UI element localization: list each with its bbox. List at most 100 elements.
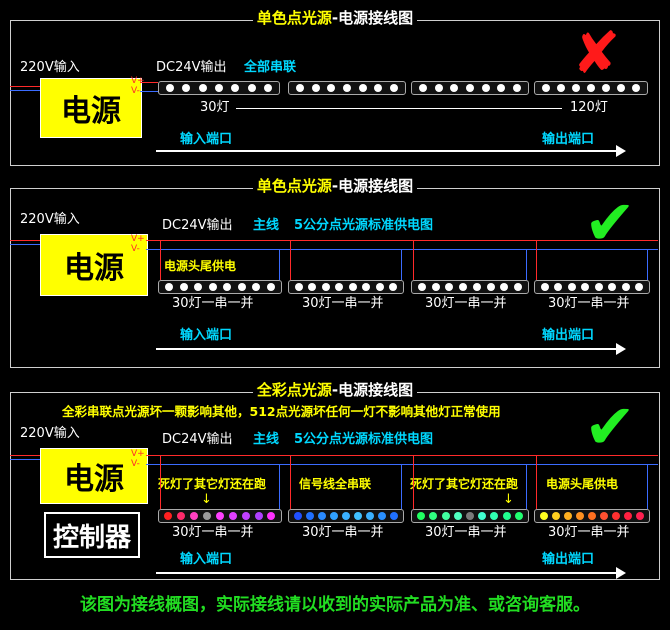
led-strip	[534, 509, 650, 523]
led-dot	[635, 283, 644, 291]
led-dot	[612, 512, 620, 520]
wire-red	[10, 455, 40, 456]
panel-title-sub: -电源接线图	[331, 177, 414, 195]
wire-red	[140, 82, 158, 83]
led-dot	[502, 512, 511, 520]
led-dot	[366, 512, 374, 520]
led-strip	[288, 509, 404, 523]
branch-wire	[279, 249, 280, 280]
vminus-label: V-	[131, 86, 140, 96]
branch-wire	[536, 240, 537, 280]
led-dot	[567, 283, 576, 291]
panel-title-sub: -电源接线图	[331, 381, 414, 399]
segment-label: 30灯一串一并	[425, 296, 507, 311]
output-port-label: 输出端口	[542, 328, 595, 343]
led-dot	[497, 84, 506, 92]
standard-label: 5公分点光源标准供电图	[294, 218, 434, 233]
standard-label: 5公分点光源标准供电图	[294, 432, 434, 447]
dc-output-label: DC24V输出	[156, 60, 227, 75]
led-dot	[514, 283, 523, 291]
led-dot	[621, 283, 630, 291]
led-dot	[198, 84, 207, 92]
led-dot	[617, 84, 626, 92]
led-dot	[390, 84, 399, 92]
led-dot	[342, 84, 351, 92]
main-wire-red	[146, 455, 658, 456]
count-start-label: 30灯	[200, 100, 230, 115]
led-dot	[215, 512, 224, 520]
led-dot	[231, 84, 240, 92]
controller: 控制器	[44, 512, 140, 558]
input-label: 220V输入	[20, 426, 80, 441]
led-dot	[318, 512, 326, 520]
branch-wire	[279, 464, 280, 509]
led-dot	[417, 283, 426, 291]
segment-label: 30灯一串一并	[548, 296, 630, 311]
branch-wire	[160, 455, 161, 509]
led-dot	[431, 283, 440, 291]
main-line-label: 主线	[253, 432, 280, 447]
vplus-label: V+	[131, 449, 145, 459]
led-dot	[602, 84, 611, 92]
led-dot	[214, 84, 223, 92]
input-label: 220V输入	[20, 60, 80, 75]
led-strip	[411, 280, 529, 294]
wire-blue	[10, 459, 40, 460]
led-dot	[165, 283, 174, 291]
led-dot	[540, 283, 549, 291]
branch-wire	[413, 455, 414, 509]
led-dot	[389, 283, 398, 291]
led-dot	[241, 512, 250, 520]
power-supply-label: 电源	[64, 251, 124, 286]
footer-disclaimer: 该图为接线概图，实际接线请以收到的实际产品为准、或咨询客服。	[80, 595, 590, 615]
led-dot	[378, 512, 386, 520]
led-dot	[486, 283, 495, 291]
led-dot	[586, 84, 595, 92]
seg4-note: 电源头尾供电	[546, 477, 619, 491]
led-dot	[228, 512, 237, 520]
span-line	[236, 108, 562, 109]
led-dot	[465, 84, 474, 92]
led-dot	[636, 512, 644, 520]
led-dot	[556, 84, 565, 92]
led-dot	[450, 84, 459, 92]
panel-mono-standard: 单色点光源-电源接线图	[10, 177, 660, 368]
led-dot	[374, 84, 383, 92]
led-strip	[158, 509, 282, 523]
flow-arrow	[156, 343, 626, 355]
branch-wire	[647, 464, 648, 509]
led-strip	[411, 81, 529, 95]
main-line-label: 主线	[253, 218, 280, 233]
led-dot	[247, 84, 256, 92]
head-tail-label: 电源头尾供电	[164, 259, 237, 273]
led-dot	[203, 512, 212, 520]
led-dot	[594, 283, 603, 291]
branch-wire	[160, 240, 161, 280]
led-dot	[478, 512, 487, 520]
panel-mono-series: 单色点光源-电源接线图	[10, 9, 660, 166]
led-dot	[306, 512, 314, 520]
led-dot	[552, 512, 560, 520]
output-port-label: 输出端口	[542, 132, 595, 147]
branch-wire	[401, 464, 402, 509]
panel-title: 全彩点光源-电源接线图	[11, 380, 659, 400]
led-dot	[554, 283, 563, 291]
led-dot	[418, 84, 427, 92]
segment-label: 30灯一串一并	[548, 525, 630, 540]
led-dot	[311, 84, 320, 92]
input-label: 220V输入	[20, 212, 80, 227]
led-strip	[288, 81, 406, 95]
led-dot	[266, 283, 275, 291]
led-dot	[237, 283, 246, 291]
seg2-note: 信号线全串联	[299, 477, 372, 491]
wire-blue	[140, 91, 158, 92]
led-dot	[459, 283, 468, 291]
led-dot	[513, 84, 522, 92]
power-supply-label: 电源	[61, 94, 121, 129]
led-dot	[348, 283, 357, 291]
x-mark-icon: ✘	[572, 19, 621, 87]
vplus-label: V+	[131, 76, 145, 86]
dc-output-label: DC24V输出	[162, 218, 233, 233]
power-supply: 电源	[40, 448, 148, 504]
led-strip	[158, 280, 282, 294]
